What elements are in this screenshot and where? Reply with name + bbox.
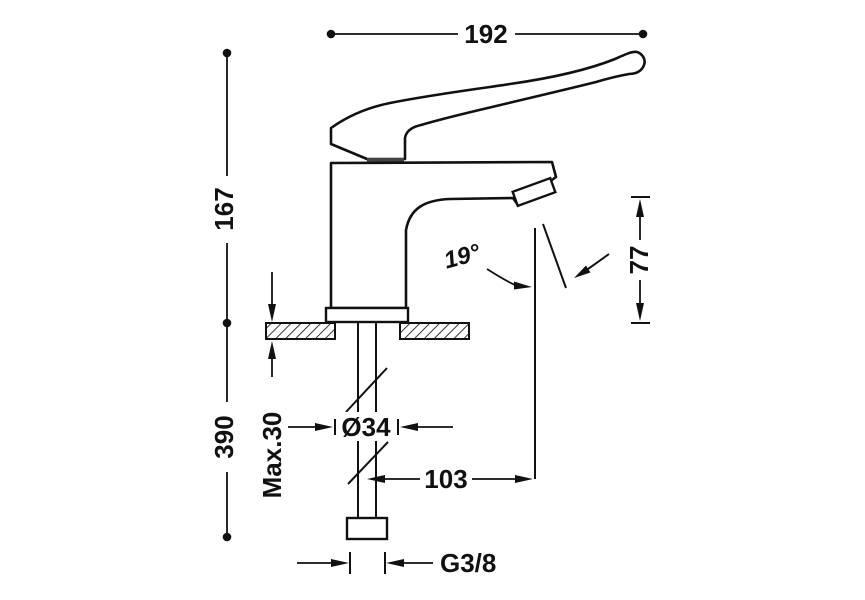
deck-hatch-right	[399, 322, 470, 340]
label-mask	[338, 412, 396, 441]
aerator	[511, 176, 557, 208]
dim-label-g38: G3/8	[440, 548, 496, 578]
dim-height-above-deck: 167	[209, 48, 239, 328]
break-mark-lower	[347, 441, 389, 485]
arrow-left-icon	[400, 423, 418, 431]
arrow-down-icon	[268, 304, 276, 322]
angle-leader-curve	[486, 268, 516, 286]
lever-joint-line	[367, 158, 404, 162]
arrow-right-icon	[514, 281, 532, 290]
dim-label-19deg: 19°	[441, 239, 483, 275]
faucet-body	[324, 160, 558, 324]
inlet-connector	[345, 516, 389, 541]
dim-overall-length: 192	[326, 19, 648, 49]
mounting-deck	[265, 322, 470, 340]
dim-label-o34: Ø34	[341, 412, 391, 442]
dim-label-390: 390	[209, 415, 239, 458]
arrow-right-icon	[331, 559, 349, 567]
arrow-up-icon	[268, 341, 276, 359]
dim-outlet-height: 77	[624, 196, 654, 324]
arrow-right-icon	[515, 475, 533, 483]
dim-label-167: 167	[209, 187, 239, 230]
dim-depth-below-deck: 390	[209, 323, 239, 542]
lever-handle	[329, 50, 646, 162]
stream-pointer-curve	[587, 253, 610, 270]
dim-max-deck-thickness: Max.30	[257, 272, 287, 498]
stream-reference	[534, 223, 610, 479]
arrow-left-icon	[386, 559, 404, 567]
stream-angle-line	[542, 223, 567, 289]
dim-label-192: 192	[464, 19, 507, 49]
dim-inlet-thread: G3/8	[297, 548, 496, 578]
arrow-up-icon	[636, 199, 644, 217]
arrow-down-icon	[636, 303, 644, 321]
dim-spout-projection: 103	[367, 464, 533, 494]
stream-pointer-arrowhead-icon	[574, 265, 591, 278]
dim-label-max30: Max.30	[257, 412, 287, 499]
arrow-left-icon	[367, 475, 385, 483]
dim-label-103: 103	[424, 464, 467, 494]
dim-stream-angle: 19°	[441, 239, 532, 290]
base-flange	[324, 306, 410, 324]
break-mark-upper	[345, 367, 388, 413]
dim-shank-diameter: Ø34	[288, 412, 453, 442]
arrow-right-icon	[315, 423, 333, 431]
dim-label-77: 77	[624, 246, 654, 275]
deck-hatch-left	[265, 322, 336, 340]
lever-handle-outline	[329, 50, 646, 161]
